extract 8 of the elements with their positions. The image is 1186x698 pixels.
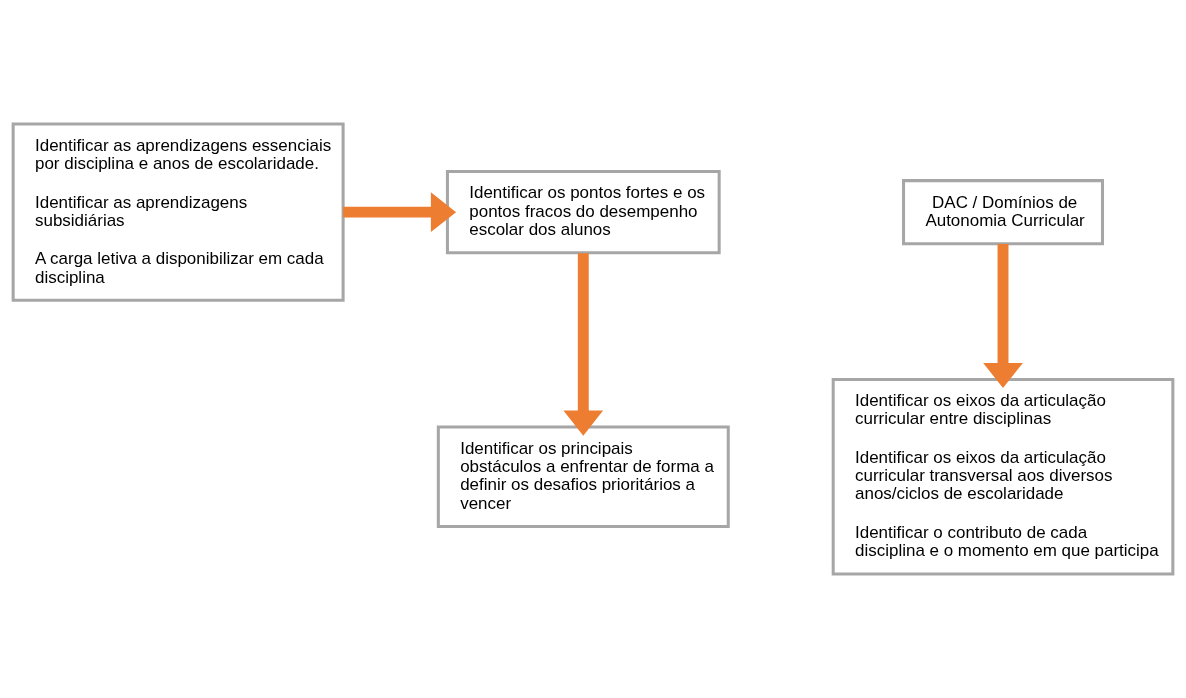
arrow	[563, 253, 604, 436]
node-box: Identificar os eixos da articulação curricular entre disciplinas Identificar os eixos da articulação curricular transversal aos diversos anos/ciclos de escolaridade Identificar o contributo de cada disciplina e o momento em que participa	[831, 378, 1175, 576]
arrow	[343, 192, 457, 233]
node-box: DAC / Domínios de Autonomia Curricular	[902, 179, 1104, 246]
node-box: Identificar as aprendizagens essenciais por disciplina e anos de escolaridade. Identificar as aprendizagens subsidiárias A carga letiva a disponibilizar em cada disciplina	[11, 122, 345, 302]
node-box: Identificar os pontos fortes e os pontos fracos do desempenho escolar dos alunos	[445, 170, 721, 255]
node-box: Identificar os principais obstáculos a enfrentar de forma a definir os desafios prioritários a vencer	[436, 425, 730, 528]
arrow	[983, 243, 1023, 389]
